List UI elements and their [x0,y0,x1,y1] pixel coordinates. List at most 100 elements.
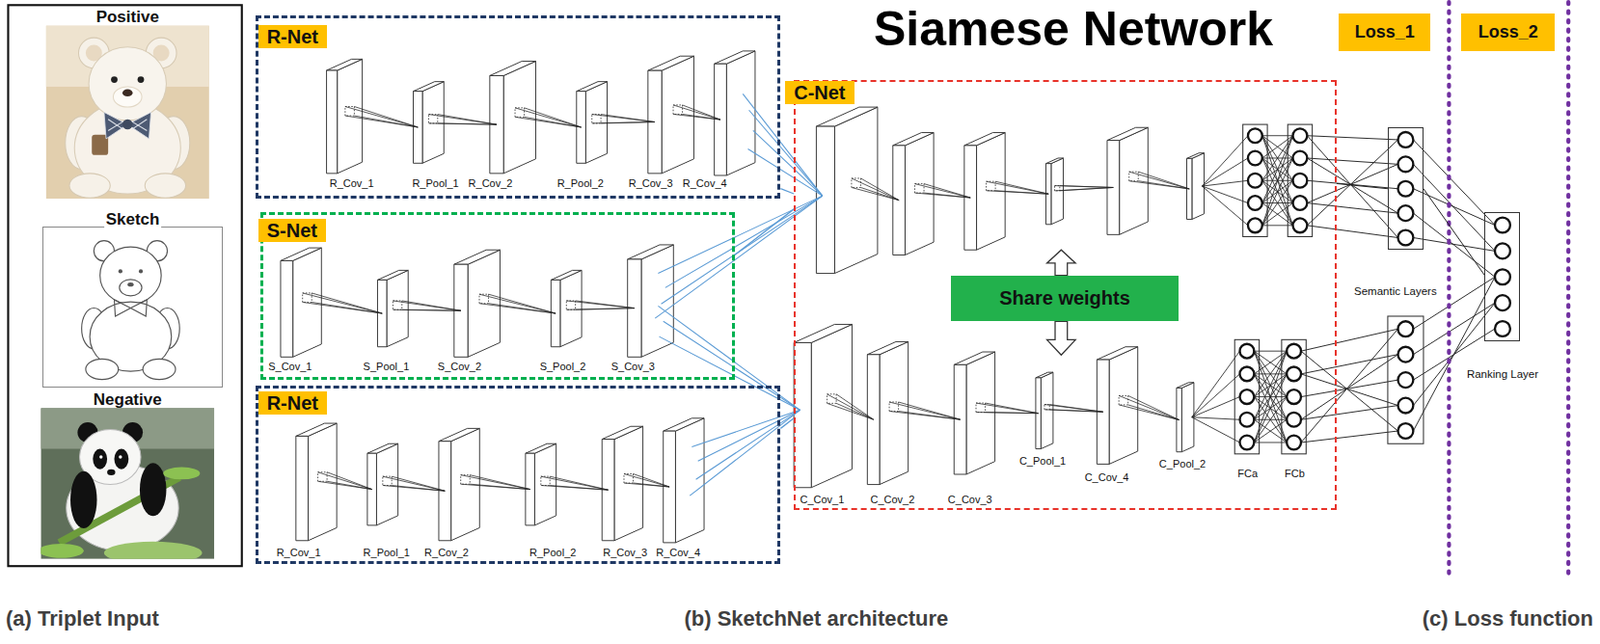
layer-side [1051,158,1064,225]
layer-label: C_Pool_1 [1018,455,1067,468]
receptive-field [851,178,862,189]
receptive-line [836,394,874,420]
layer-label: S_Pool_1 [362,360,411,374]
dense-wire [1412,163,1495,251]
neuron [1293,195,1308,211]
layer-front [793,342,812,488]
sketch-drawing [42,226,222,388]
layer-top [413,81,445,92]
dense-wire [1306,225,1398,239]
receptive-line [1118,395,1179,420]
receptive-line [1055,187,1114,190]
layer-top [714,51,756,64]
layer-side [811,324,852,488]
layer-label: S_Cov_2 [436,360,483,374]
dense-wire [1192,351,1241,418]
receptive-line [898,402,961,420]
receptive-line [345,107,418,128]
receptive-line [827,403,874,420]
neuron [1398,156,1414,172]
neuron [1240,344,1255,359]
layer-top [367,443,399,454]
layer-side [1040,372,1054,449]
receptive-line [479,303,556,314]
receptive-line [318,481,373,489]
dense-wire [1301,374,1399,407]
layer-top [576,81,608,92]
layer-side [467,249,500,357]
receptive-line [976,412,1039,414]
neuron-columns [1234,124,1511,455]
layer-front [326,70,338,174]
layer-front [438,441,452,542]
layer-top [893,133,934,146]
receptive-line [1044,409,1104,412]
layer-top [326,58,363,71]
fc-column-frame [1243,124,1268,237]
semantic-column-frame [1387,316,1424,444]
layer-top [953,352,995,365]
layer-label: C_Cov_4 [1084,471,1131,485]
receptive-line [302,293,383,314]
fan-line [742,93,823,196]
fc-column-frame [1281,339,1306,455]
layer-label: S_Cov_3 [610,360,656,374]
fc-column-frame [1287,124,1312,237]
layer-top [1035,372,1054,379]
layer-stack [793,324,1194,488]
layer-front [964,145,977,250]
bamboo-leaf [162,467,200,481]
semantic-layer: Semantic Layers [1387,127,1424,250]
receptive-line [915,184,972,198]
receptive-line [428,123,497,125]
neuron [1240,366,1255,381]
panel-caption: (a) Triplet Input [5,606,160,632]
layer-label: R_Cov_4 [654,546,702,560]
neuron [1293,128,1308,143]
layer-top [648,55,695,71]
neuron [1398,205,1414,221]
receptive-line [673,113,721,120]
neuron [1398,321,1414,337]
dense-wire [1412,189,1495,226]
receptive-line [353,107,418,128]
receptive-line [827,394,874,420]
receptive-line [524,108,582,128]
layer-label: R_Cov_3 [601,546,649,560]
neuron [1494,269,1511,285]
layer-side [1119,127,1149,235]
layer-top [438,428,480,441]
receptive-line [488,294,557,314]
receptive-line [318,472,373,490]
subnetwork-tag: R-Net [258,391,327,415]
dense-wire [1301,431,1399,443]
negative-photo [40,407,215,560]
receptive-line [860,178,899,201]
layer-label: C_Cov_3 [947,493,994,507]
receptive-line [461,484,531,489]
panda-arm [70,471,98,529]
layer-top [867,341,908,354]
receptive-line [600,114,655,123]
panel-caption: (c) Loss function [1422,606,1594,632]
receptive-line [345,115,418,128]
receptive-line [592,114,655,123]
layer-stack [326,51,756,176]
layer-top [489,60,537,76]
neuron [1494,295,1511,311]
bear-muzzle [112,86,142,108]
dense-wire [1192,417,1241,421]
layer-label: C_Cov_1 [798,493,845,507]
neuron [1398,181,1414,197]
receptive-line [515,108,582,128]
layer-front [550,279,561,347]
fan-line [698,409,801,462]
layer-front [815,126,835,273]
receptive-field [1055,186,1060,191]
receptive-line [479,294,556,314]
leaves [104,542,203,560]
layer-label: R_Cov_1 [275,546,323,560]
subnetwork-region: R-Net [255,15,782,199]
receptive-line [302,301,383,314]
sketch-bow [130,299,147,317]
